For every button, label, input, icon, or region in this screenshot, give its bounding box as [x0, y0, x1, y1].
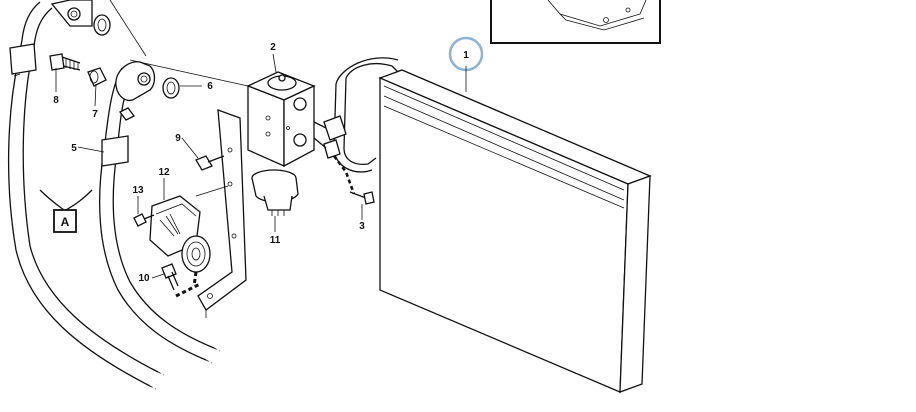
part-label-6: 6	[207, 81, 213, 92]
pressure-switch[interactable]	[251, 169, 299, 216]
hose-outer	[7, 1, 165, 390]
screw-10[interactable]	[161, 263, 179, 291]
leader-lines	[13, 0, 467, 279]
part-label-1: 1	[463, 50, 469, 61]
view-a-marker[interactable]: A	[39, 189, 93, 233]
expansion-valve[interactable]	[246, 71, 316, 168]
part-label-13: 13	[132, 185, 144, 196]
hose-sleeve-lower	[101, 135, 129, 167]
mounting-bracket[interactable]	[197, 109, 247, 318]
part-label-2: 2	[270, 42, 276, 53]
part-label-7: 7	[92, 109, 98, 120]
part-label-3: 3	[359, 221, 365, 232]
hose-sleeve-upper	[9, 43, 37, 75]
evaporator-pipes	[313, 57, 401, 195]
evaporator[interactable]	[378, 69, 652, 393]
part-label-8: 8	[53, 95, 59, 106]
thermostat-relay[interactable]	[149, 195, 211, 298]
part-label-5: 5	[71, 143, 77, 154]
view-a-label: A	[61, 215, 70, 229]
screw-3[interactable]	[349, 191, 375, 205]
o-ring[interactable]	[162, 77, 180, 99]
screw-9[interactable]	[195, 155, 225, 171]
screw-13[interactable]	[133, 213, 155, 227]
inset-view[interactable]	[490, 0, 661, 44]
part-label-10: 10	[138, 273, 150, 284]
hose-fitting-top[interactable]	[50, 0, 111, 36]
part-label-11: 11	[270, 235, 281, 246]
part-label-9: 9	[175, 133, 181, 144]
part-label-12: 12	[158, 167, 170, 178]
bushing[interactable]	[87, 67, 107, 87]
hose-fitting-mid[interactable]	[115, 61, 156, 121]
bolt[interactable]	[49, 53, 81, 71]
